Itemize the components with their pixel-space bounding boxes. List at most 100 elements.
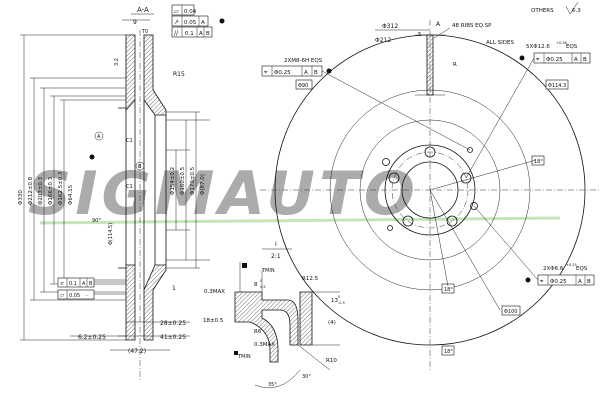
dim-dia-170: Φ170±0.5	[190, 166, 196, 195]
threaded-hole	[467, 147, 473, 153]
inner-plate-top	[143, 34, 167, 116]
small-note: 2XΦ6.6	[543, 266, 564, 272]
bolt-box: Φ114.3	[548, 83, 566, 89]
small-fcf-d2: B	[587, 279, 591, 285]
fcf-flatness-value: 0.04	[184, 9, 197, 15]
ref-1: 1	[172, 285, 176, 292]
dim-t0: T0	[141, 29, 148, 35]
bolt-hole	[446, 215, 458, 227]
fcf-parallel-value: 0.1	[185, 31, 194, 37]
fcf-top: ▱ 0.04 ↗ 0.05 A // 0.1 A B	[171, 4, 225, 38]
small-fcf: ⌖ Φ0.25 A B Φ100	[473, 205, 595, 316]
hat-flange	[118, 107, 126, 269]
svg-text://: //	[174, 30, 179, 37]
bolt-hole	[402, 215, 414, 227]
fcf-runout-value: 0.05	[184, 20, 197, 26]
dim-dia-114: Φ(114.5)	[108, 223, 114, 245]
detail-extension-lines	[239, 262, 340, 371]
detail-dim-13: 13	[331, 298, 338, 304]
small-box: Φ100	[504, 309, 517, 315]
bolt-fcf-d1: A	[574, 57, 578, 63]
dim-6-2: 6.2±0.25	[78, 334, 106, 341]
dim-dia-154: Φ154±0.2	[170, 167, 176, 195]
bolt-note-tol: +0.38	[556, 41, 567, 45]
detail-title: I	[275, 241, 277, 248]
bolt-note: 5XΦ12.6	[526, 44, 550, 50]
datum-b-label: B	[138, 164, 142, 170]
detail-plate	[299, 291, 313, 346]
detail-angle-30: 30°	[302, 374, 311, 380]
outer-plate-top	[125, 34, 136, 112]
svg-text:▱: ▱	[174, 8, 179, 15]
svg-text:⌖: ⌖	[540, 278, 544, 285]
chamfer-c1-b: C1	[126, 184, 133, 190]
detail-dim-13-sup: 0	[338, 295, 340, 299]
fcf-parallel-d1: A	[199, 31, 203, 37]
fcf-left1-d1: A	[82, 281, 86, 287]
fcf-left2-value: 0.05	[69, 293, 80, 299]
fcf-left2-suffix: -	[86, 293, 88, 299]
dim-dia-160: Φ160±0.5	[180, 166, 186, 195]
detail-dim-4: (4)	[328, 320, 336, 326]
roughness-symbol	[565, 1, 579, 15]
holes-box: Φ90	[298, 83, 308, 89]
critical-dot	[219, 18, 225, 24]
svg-text:⌭: ⌭	[60, 281, 64, 287]
detail-view: I 2:1 TMIN R12.5 0.3MAX 18±0.5 13 0 -0.5…	[203, 241, 345, 389]
front-view: OTHERS 6.3 Φ312 Φ212 5 A 48 RIBS EQ.SP	[260, 1, 600, 370]
rib-outline	[415, 34, 445, 96]
angle-18a: 18°	[534, 159, 543, 165]
rib-radius: R	[453, 62, 457, 68]
svg-text:↗: ↗	[174, 19, 179, 26]
holes-fcf-d1: A	[304, 70, 308, 76]
angle-leaders	[429, 159, 537, 311]
holes-note: 2XM8-6H EQS	[284, 58, 323, 64]
detail-scale: 2:1	[271, 253, 281, 260]
small-note-tol: +0.25	[566, 263, 577, 267]
bolt-fcf-value: Φ0.25	[546, 57, 563, 63]
dim-dia-87: Φ(87.0)	[200, 174, 206, 195]
ribs-note-2: ALL SIDES	[486, 40, 514, 46]
datum-a-label: A	[97, 134, 101, 140]
bolt-hole	[388, 172, 400, 184]
others-roughness: 6.3	[572, 8, 581, 14]
detail-0-3max-top: 0.3MAX	[204, 289, 225, 295]
bolt-hole	[424, 146, 436, 158]
detail-angle-arc	[254, 369, 301, 389]
dim-47: (47.2)	[128, 348, 146, 355]
angle-90: 90°	[92, 218, 101, 224]
fcf-left1-d2: B	[89, 281, 93, 287]
small-fcf-value: Φ0.25	[550, 279, 567, 285]
bolt-note-eqs: EQS	[566, 44, 578, 50]
detail-tmin-bottom: TMIN	[237, 354, 251, 360]
critical-dot-2	[89, 154, 95, 160]
section-title: A-A	[137, 6, 149, 14]
front-dia-312: Φ312	[382, 23, 398, 30]
dim-28: 28±0.25	[160, 320, 186, 327]
holes-fcf: ⌖ Φ0.25 A B Φ90	[261, 65, 471, 151]
dim-dia-64: Φ64.15	[68, 184, 74, 205]
dim-dia-330: Φ330	[18, 190, 24, 205]
dim-dia-162: Φ162.5±0.3	[58, 171, 64, 205]
angle-18c: 18°	[444, 349, 453, 355]
hat-walls	[125, 100, 167, 290]
inner-plate-bottom	[143, 264, 167, 341]
fcf-parallel-d2: B	[206, 31, 210, 37]
dim-9: 9	[133, 19, 137, 26]
svg-text:⌖: ⌖	[536, 56, 540, 63]
dim-chamfer: 3.2	[114, 58, 120, 66]
detail-r6: R6	[254, 329, 262, 335]
detail-tmin-top: TMIN	[261, 268, 275, 274]
small-hole	[382, 158, 390, 166]
outer-plate-bottom	[125, 264, 136, 341]
rib-section	[426, 34, 434, 96]
detail-dim-8-sup: 0	[260, 279, 262, 283]
small-hole	[470, 202, 478, 210]
detail-angle-35: 35°	[268, 382, 277, 388]
detail-dim-13-sub: -0.5	[338, 301, 345, 305]
detail-r12: R12.5	[302, 276, 319, 282]
dim-41: 41±0.25	[160, 334, 186, 341]
watermark-text: SIGMAUTO	[28, 159, 419, 229]
ribs-note-1: 48 RIBS EQ.SP	[452, 23, 492, 29]
